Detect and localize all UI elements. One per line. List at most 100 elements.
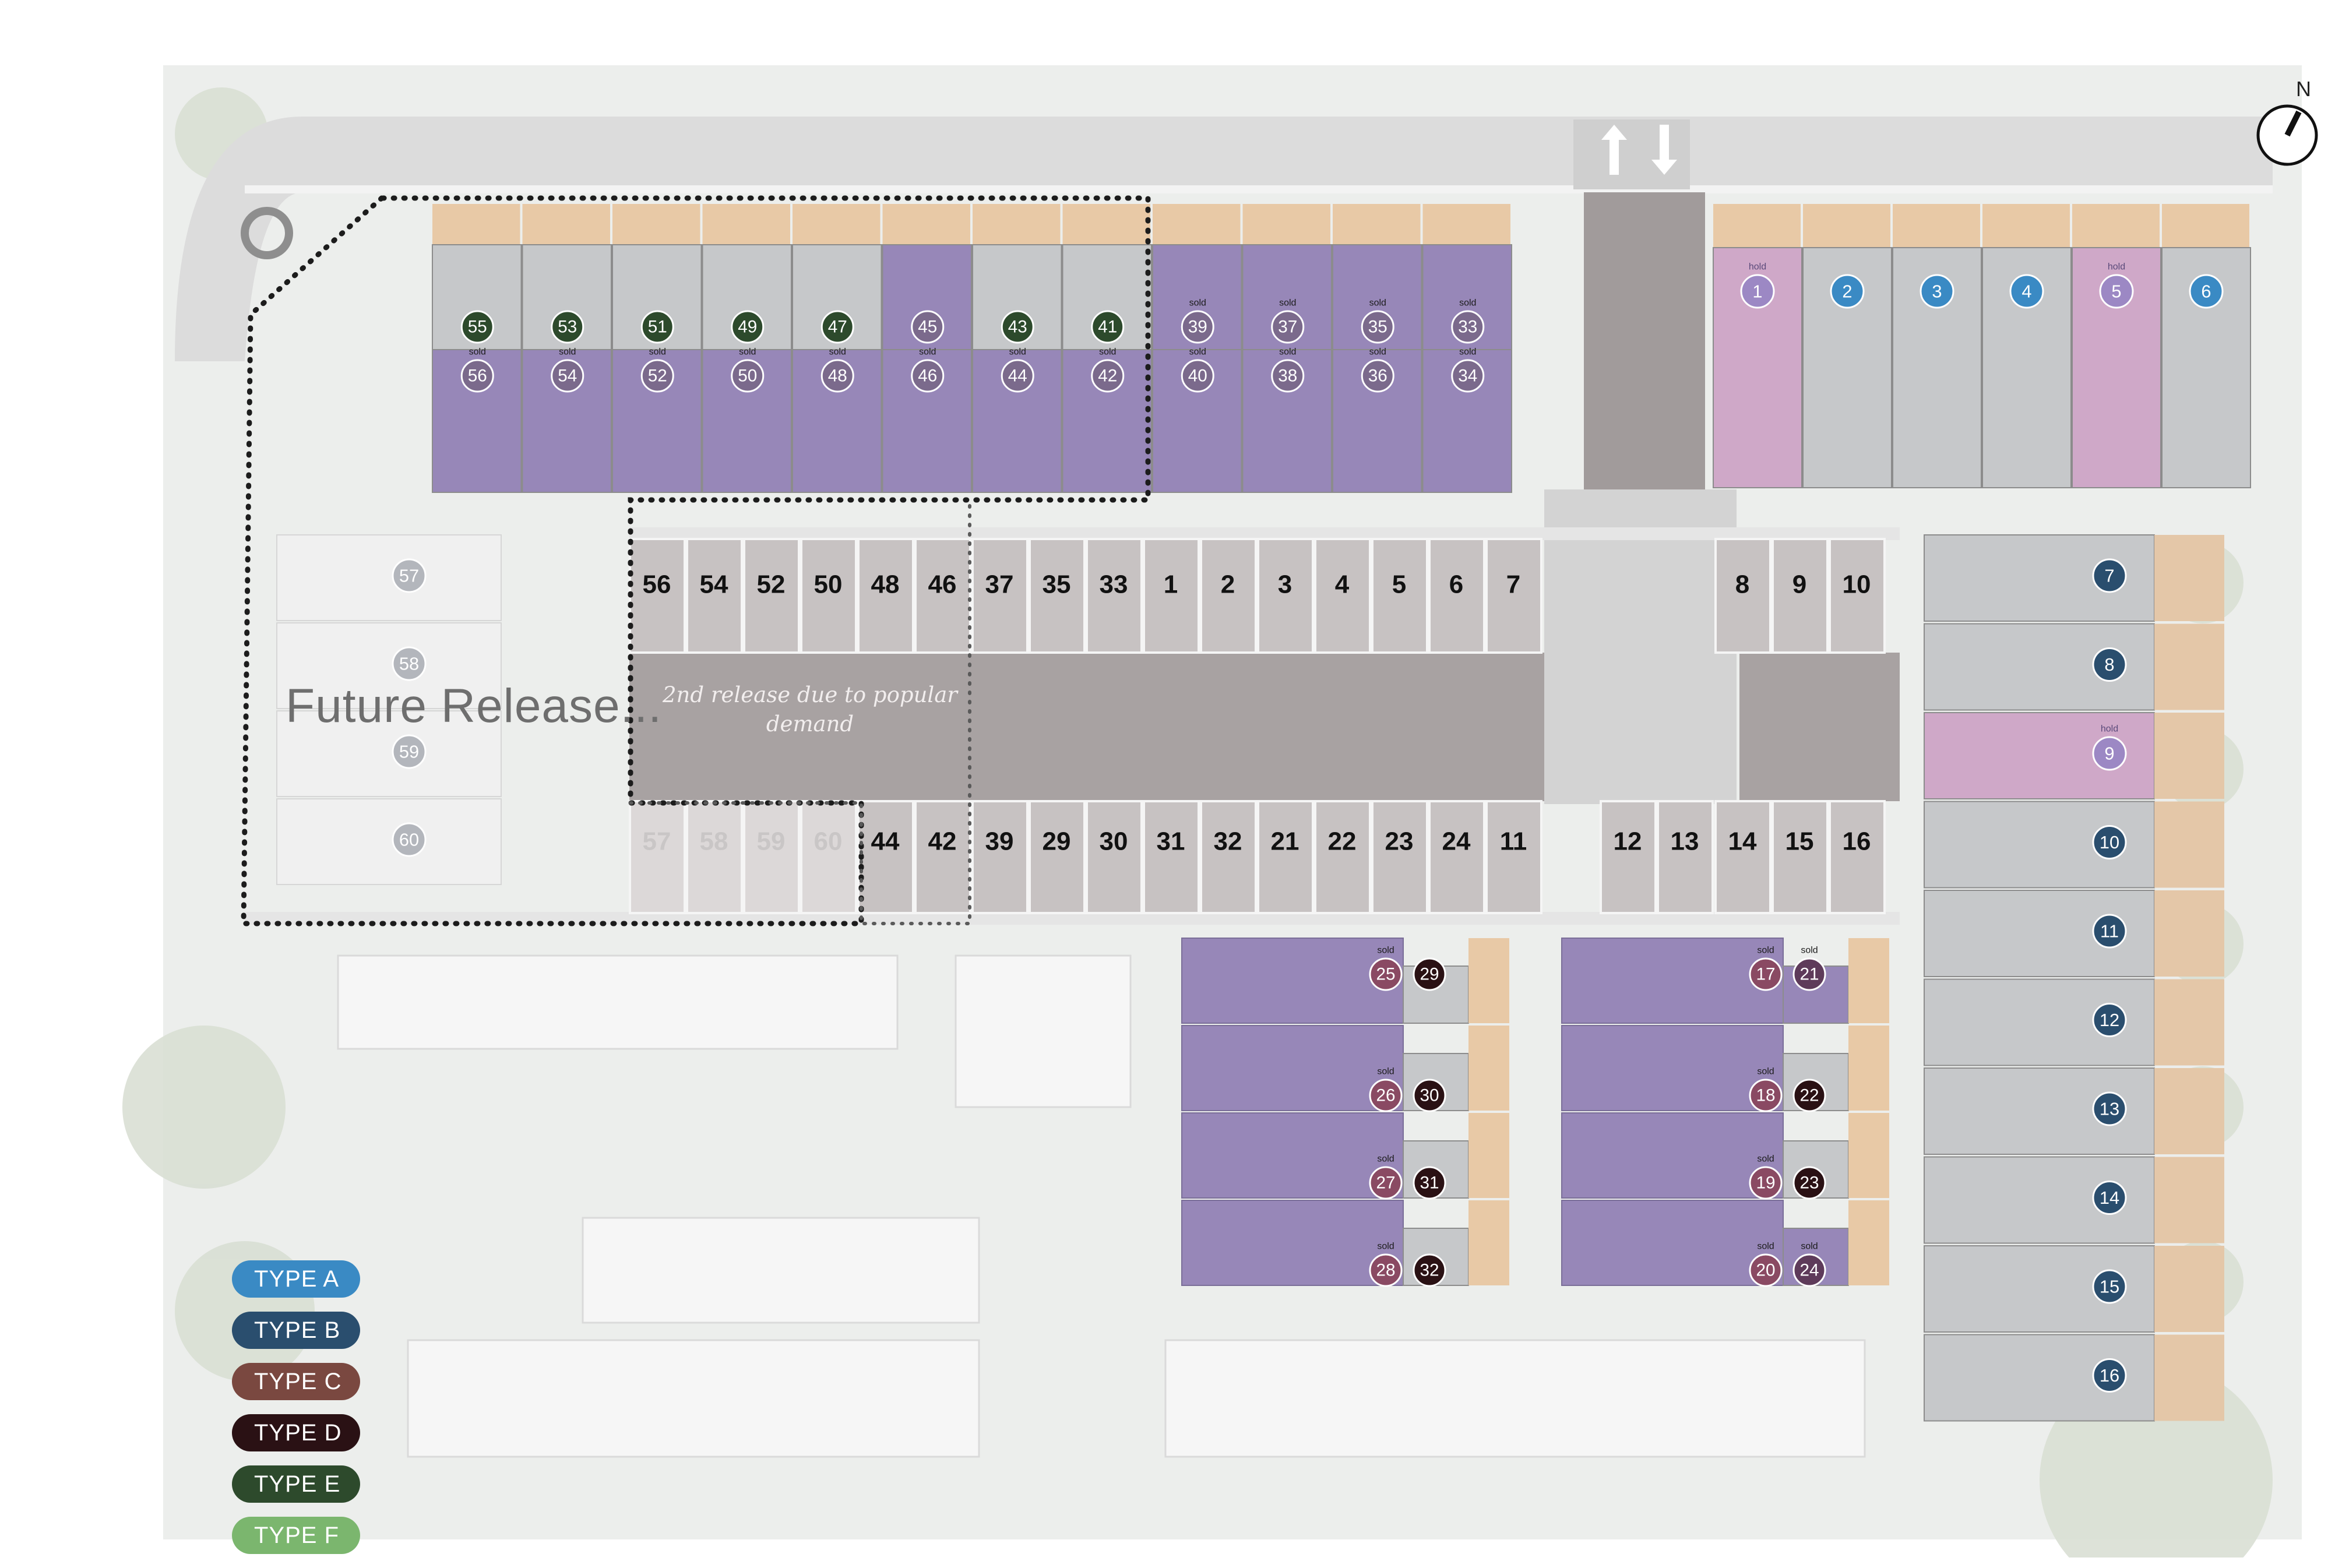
lot-badge-14[interactable]: 14 bbox=[2092, 1181, 2127, 1215]
lot-badge-36[interactable]: 36 bbox=[1361, 359, 1394, 393]
legend-type-b[interactable]: TYPE B bbox=[232, 1312, 360, 1349]
lot-badge-41[interactable]: 41 bbox=[1091, 310, 1125, 344]
courtyard-deck bbox=[1848, 938, 1889, 1023]
courtyard-deck bbox=[1848, 1113, 1889, 1198]
lot-badge-47[interactable]: 47 bbox=[820, 310, 854, 344]
lot-badge-1[interactable]: 1 bbox=[1740, 274, 1775, 309]
lot-number: 49 bbox=[738, 318, 757, 337]
lot-badge-22[interactable]: 22 bbox=[1792, 1079, 1826, 1112]
lot-badge-32[interactable]: 32 bbox=[1413, 1253, 1446, 1287]
lot-number: 30 bbox=[1420, 1086, 1439, 1105]
lot-badge-10[interactable]: 10 bbox=[2092, 825, 2127, 859]
legend-type-c[interactable]: TYPE C bbox=[232, 1363, 360, 1400]
lot-badge-circle bbox=[551, 310, 584, 344]
lot-badge-33[interactable]: 33 bbox=[1451, 310, 1485, 344]
lot-badge-26[interactable]: 26 bbox=[1369, 1079, 1403, 1112]
lot-number: 20 bbox=[1756, 1261, 1775, 1280]
lot-block-26 bbox=[1181, 1025, 1404, 1111]
lot-badge-46[interactable]: 46 bbox=[911, 359, 945, 393]
lot-badge-15[interactable]: 15 bbox=[2092, 1269, 2127, 1304]
lot-badge-27[interactable]: 27 bbox=[1369, 1166, 1403, 1200]
lot-badge-59[interactable]: 59 bbox=[392, 734, 427, 769]
lot-badge-49[interactable]: 49 bbox=[731, 310, 765, 344]
lot-block-17 bbox=[1561, 938, 1784, 1024]
lot-badge-5[interactable]: 5 bbox=[2099, 274, 2134, 309]
lot-badge-13[interactable]: 13 bbox=[2092, 1091, 2127, 1126]
lot-badge-60[interactable]: 60 bbox=[392, 822, 427, 857]
lot-badge-2[interactable]: 2 bbox=[1830, 274, 1865, 309]
lot-badge-16[interactable]: 16 bbox=[2092, 1358, 2127, 1393]
internal-road-left bbox=[629, 653, 1544, 801]
parking-number: 7 bbox=[1506, 570, 1520, 599]
parking-space-top bbox=[1772, 538, 1829, 654]
parking-space-bottom bbox=[743, 800, 800, 914]
lot-badge-8[interactable]: 8 bbox=[2092, 647, 2127, 682]
lot-badge-57[interactable]: 57 bbox=[392, 558, 427, 593]
lot-badge-17[interactable]: 17 bbox=[1749, 957, 1783, 991]
legend-type-a[interactable]: TYPE A bbox=[232, 1260, 360, 1298]
lot-badge-circle bbox=[640, 310, 674, 344]
lot-badge-51[interactable]: 51 bbox=[640, 310, 674, 344]
lot-badge-25[interactable]: 25 bbox=[1369, 957, 1403, 991]
lot-badge-38[interactable]: 38 bbox=[1271, 359, 1305, 393]
lot-badge-6[interactable]: 6 bbox=[2189, 274, 2224, 309]
lot-block-60 bbox=[276, 798, 502, 885]
lot-badge-28[interactable]: 28 bbox=[1369, 1253, 1403, 1287]
lot-badge-circle bbox=[1792, 1166, 1826, 1200]
lot-badge-42[interactable]: 42 bbox=[1091, 359, 1125, 393]
lot-badge-30[interactable]: 30 bbox=[1413, 1079, 1446, 1112]
lot-badge-12[interactable]: 12 bbox=[2092, 1003, 2127, 1037]
parking-space-top bbox=[1485, 538, 1542, 654]
lot-badge-9[interactable]: 9 bbox=[2092, 736, 2127, 771]
lot-badge-37[interactable]: 37 bbox=[1271, 310, 1305, 344]
lot-number: 2 bbox=[1842, 281, 1852, 302]
lot-badge-29[interactable]: 29 bbox=[1413, 957, 1446, 991]
parking-number: 24 bbox=[1442, 827, 1471, 856]
legend-type-f[interactable]: TYPE F bbox=[232, 1517, 360, 1554]
legend-type-e[interactable]: TYPE E bbox=[232, 1465, 360, 1503]
parking-number: 44 bbox=[871, 827, 900, 856]
lot-badge-11[interactable]: 11 bbox=[2092, 914, 2127, 949]
sold-label: sold bbox=[1757, 1067, 1774, 1077]
lot-badge-7[interactable]: 7 bbox=[2092, 558, 2127, 593]
lot-badge-34[interactable]: 34 bbox=[1451, 359, 1485, 393]
lot-badge-44[interactable]: 44 bbox=[1001, 359, 1034, 393]
lot-badge-50[interactable]: 50 bbox=[731, 359, 765, 393]
lot-badge-circle bbox=[1413, 1166, 1446, 1200]
lot-badge-4[interactable]: 4 bbox=[2009, 274, 2044, 309]
lot-badge-21[interactable]: 21 bbox=[1792, 957, 1826, 991]
lot-badge-53[interactable]: 53 bbox=[551, 310, 584, 344]
lot-badge-3[interactable]: 3 bbox=[1920, 274, 1954, 309]
parking-number: 9 bbox=[1792, 570, 1806, 599]
lot-badge-18[interactable]: 18 bbox=[1749, 1079, 1783, 1112]
lot-badge-circle bbox=[1740, 274, 1775, 309]
lot-badge-48[interactable]: 48 bbox=[820, 359, 854, 393]
lot-badge-31[interactable]: 31 bbox=[1413, 1166, 1446, 1200]
lot-badge-19[interactable]: 19 bbox=[1749, 1166, 1783, 1200]
lot-badge-20[interactable]: 20 bbox=[1749, 1253, 1783, 1287]
lot-badge-40[interactable]: 40 bbox=[1181, 359, 1214, 393]
lot-badge-58[interactable]: 58 bbox=[392, 646, 427, 681]
sold-label: sold bbox=[1459, 298, 1476, 308]
lot-badge-52[interactable]: 52 bbox=[640, 359, 674, 393]
lot-badge-54[interactable]: 54 bbox=[551, 359, 584, 393]
lot-badge-56[interactable]: 56 bbox=[460, 359, 494, 393]
parking-number: 57 bbox=[643, 827, 671, 856]
lot-badge-39[interactable]: 39 bbox=[1181, 310, 1214, 344]
lot-badge-24[interactable]: 24 bbox=[1792, 1253, 1826, 1287]
lot-badge-55[interactable]: 55 bbox=[460, 310, 494, 344]
lot-badge-circle bbox=[551, 359, 584, 393]
lot-badge-45[interactable]: 45 bbox=[911, 310, 945, 344]
parking-space-bottom bbox=[1772, 800, 1829, 914]
sold-label: sold bbox=[1009, 347, 1026, 357]
parking-number: 46 bbox=[928, 570, 957, 599]
parking-number: 32 bbox=[1214, 827, 1242, 856]
lot-block-25 bbox=[1181, 938, 1404, 1024]
parking-space-bottom bbox=[800, 800, 857, 914]
lot-badge-43[interactable]: 43 bbox=[1001, 310, 1034, 344]
legend-type-d[interactable]: TYPE D bbox=[232, 1414, 360, 1451]
lot-badge-35[interactable]: 35 bbox=[1361, 310, 1394, 344]
lot-number: 47 bbox=[828, 318, 847, 337]
parking-space-bottom bbox=[857, 800, 914, 914]
lot-badge-23[interactable]: 23 bbox=[1792, 1166, 1826, 1200]
